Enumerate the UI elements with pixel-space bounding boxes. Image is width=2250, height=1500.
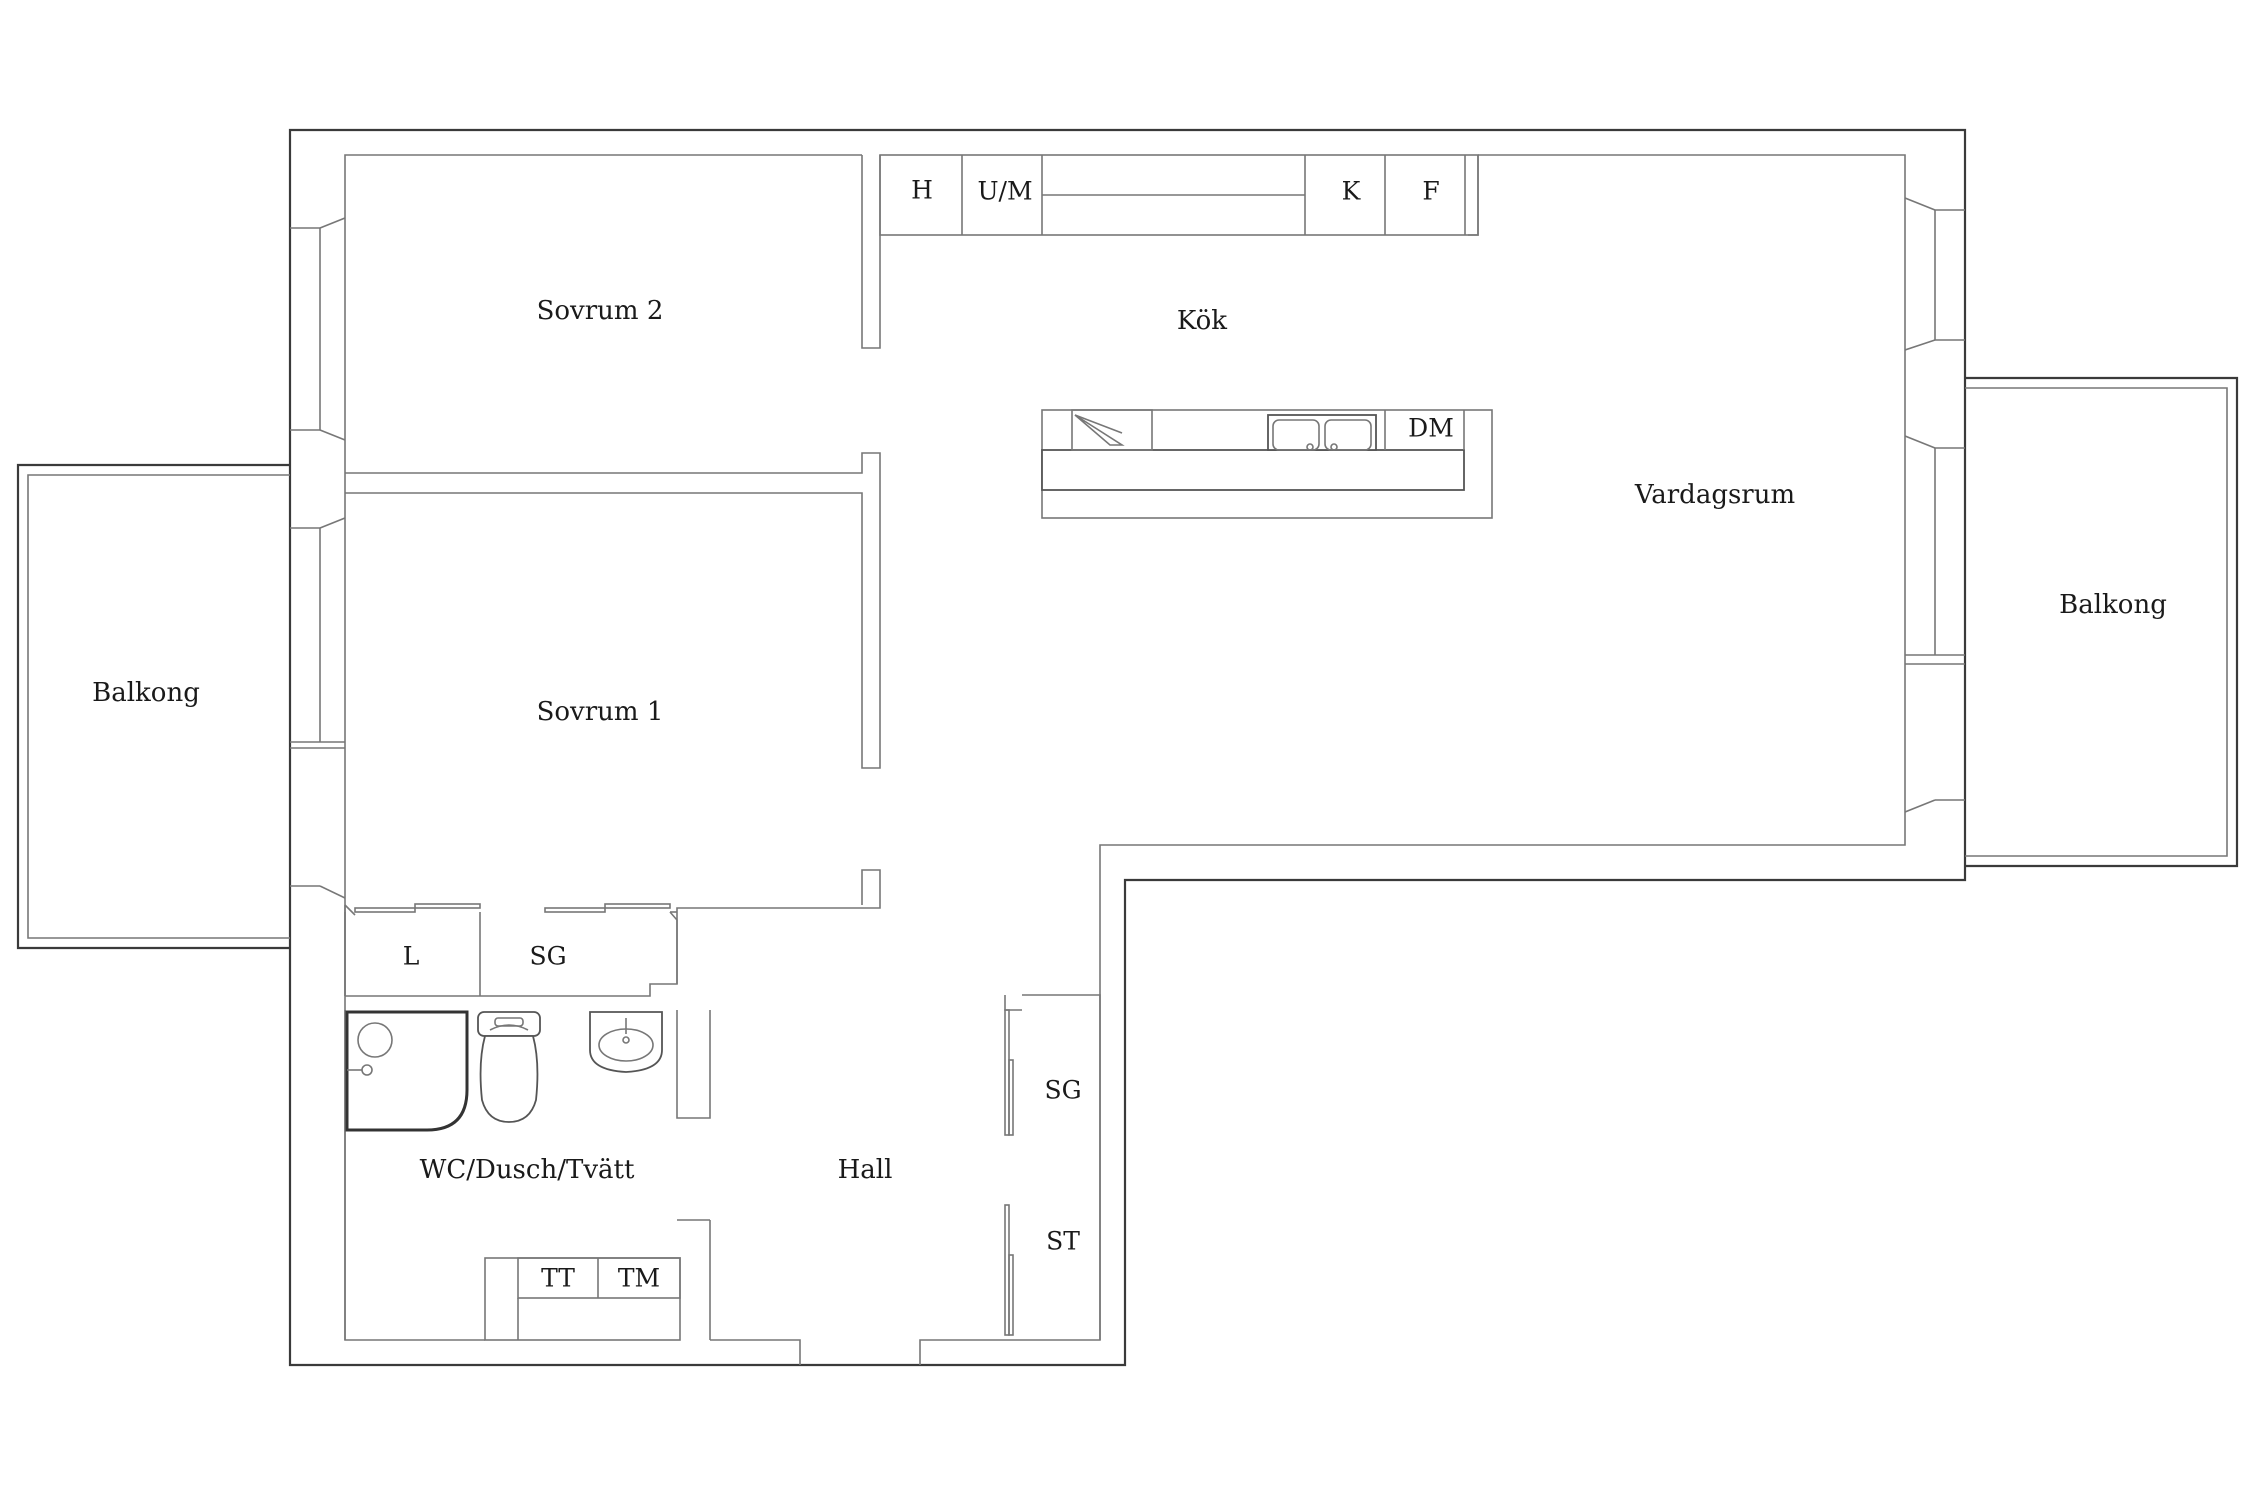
wardrobe-sliding-doors (354, 903, 1014, 1336)
balcony-right (1965, 376, 2239, 868)
kitchen-island (1041, 409, 1493, 519)
room-label-wc: WC/Dusch/Tvätt (420, 1155, 635, 1185)
fixture-label-um: U/M (977, 177, 1032, 206)
room-label-balkong-right: Balkong (2059, 590, 2167, 620)
fixture-label-h: H (911, 176, 933, 205)
window-reveals (290, 197, 1965, 899)
fixture-label-sg-hall: SG (1044, 1076, 1081, 1105)
fixture-label-k: K (1342, 177, 1362, 206)
washbasin (589, 1011, 663, 1073)
room-label-kok: Kök (1177, 306, 1227, 336)
fixture-label-l: L (403, 942, 420, 971)
fixture-label-dm: DM (1408, 414, 1454, 443)
room-label-sovrum-1: Sovrum 1 (537, 697, 664, 727)
fixture-label-st: ST (1046, 1227, 1080, 1256)
interior-walls (344, 155, 1479, 1365)
room-label-vardagsrum: Vardagsrum (1634, 480, 1795, 510)
fixture-label-tt: TT (541, 1264, 575, 1293)
fixture-label-sg-closet: SG (529, 942, 566, 971)
room-label-balkong-left: Balkong (92, 678, 200, 708)
shower (345, 1010, 469, 1132)
kitchen-counter (879, 154, 1479, 236)
closet-l-sg (344, 911, 678, 996)
room-label-sovrum-2: Sovrum 2 (537, 296, 664, 326)
balcony-left (16, 463, 290, 950)
fixture-label-f: F (1422, 177, 1439, 206)
laundry-units (484, 1257, 681, 1341)
toilet (477, 1011, 541, 1123)
fixture-label-tm: TM (618, 1264, 660, 1293)
room-label-hall: Hall (838, 1155, 893, 1185)
